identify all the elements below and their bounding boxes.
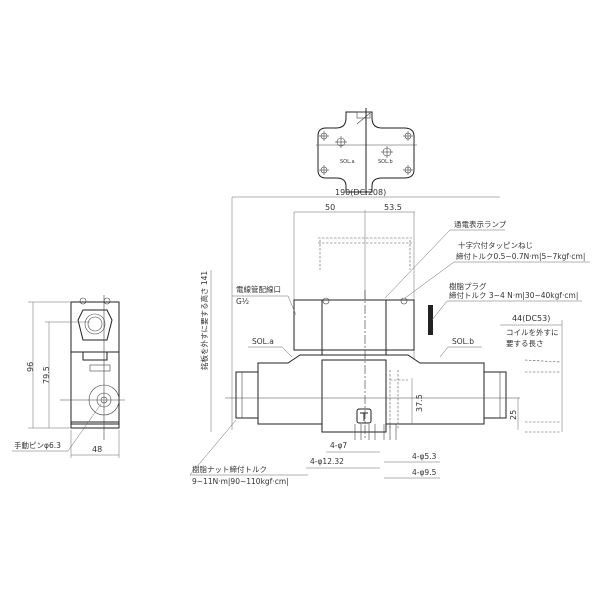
dim-height-remove: 銘板を外すに要する高さ 141 [199, 271, 209, 370]
callout-conduit-2: G½ [236, 297, 249, 306]
callout-manual-pin: 手動ピンφ6.3 [14, 440, 61, 450]
callout-plug-2: 締付トルク 3~4 N·m|30~40kgf·cm| [449, 290, 578, 300]
dim-left-half: 50 [325, 203, 335, 212]
coil-clearance-note-1: コイルを外すに [506, 327, 559, 337]
coil-cap-right [483, 371, 507, 419]
callout-nut-2: 9~11N·m|90~110kgf·cm| [192, 477, 289, 486]
top-view-mounting-face: SOL.a SOL.b [316, 108, 417, 195]
callout-screw-1: 十字穴付タッピンねじ [458, 240, 533, 250]
coil-clearance: 44(DC53) コイルを外すに 要する長さ 25 [500, 314, 563, 433]
dim-center-height: 37.5 [415, 394, 424, 412]
dim-side-center-height: 79.5 [42, 366, 51, 384]
terminal-box [293, 299, 415, 351]
side-view: 96 79.5 48 手動ピンφ6.3 [12, 295, 125, 458]
coil-clearance-note-2: 要する長さ [506, 339, 544, 348]
callout-sol-b: SOL.b [452, 337, 474, 346]
nameplate-icon [356, 111, 371, 119]
dim-side-width: 48 [92, 445, 102, 454]
dim-right-half: 53.5 [384, 203, 402, 212]
callout-plug-1: 樹脂プラグ [449, 281, 487, 291]
callout-nut-1: 樹脂ナット締付トルク [192, 464, 267, 474]
callout-screw-2: 締付トルク0.5~0.7N·m|5~7kgf·cm| [456, 251, 585, 261]
dim-side-total-height: 96 [26, 362, 35, 372]
callout-indicator-lamp: 通電表示ランプ [454, 219, 507, 229]
hole-dimensions: 4-φ7 4-φ12.32 4-φ5.3 4-φ9.5 [306, 441, 440, 479]
resin-plug-icon [428, 305, 433, 335]
top-sol-b-label: SOL.b [378, 159, 393, 165]
coil-cap-left [235, 371, 259, 419]
callouts: 通電表示ランプ 十字穴付タッピンねじ 締付トルク0.5~0.7N·m|5~7kg… [189, 219, 590, 486]
dim-overall-length: 190(DC:208) [335, 188, 386, 197]
front-view-valve: 37.5 [225, 290, 520, 440]
dim-hole-b: 4-φ12.32 [310, 457, 344, 466]
dim-port-offset: 25 [509, 410, 518, 420]
valve-center-body [321, 359, 387, 433]
dim-coil-clearance: 44(DC53) [512, 314, 550, 323]
dim-hole-a: 4-φ7 [330, 441, 347, 450]
top-sol-a-label: SOL.a [340, 159, 355, 165]
callout-sol-a: SOL.a [252, 337, 274, 346]
callout-conduit-1: 電線管配線口 [236, 284, 281, 294]
height-dimension: 銘板を外すに要する高さ 141 [199, 270, 212, 432]
dim-hole-c: 4-φ5.3 [412, 452, 437, 461]
dim-hole-d: 4-φ9.5 [412, 468, 437, 477]
side-indicator-icon [89, 364, 111, 372]
